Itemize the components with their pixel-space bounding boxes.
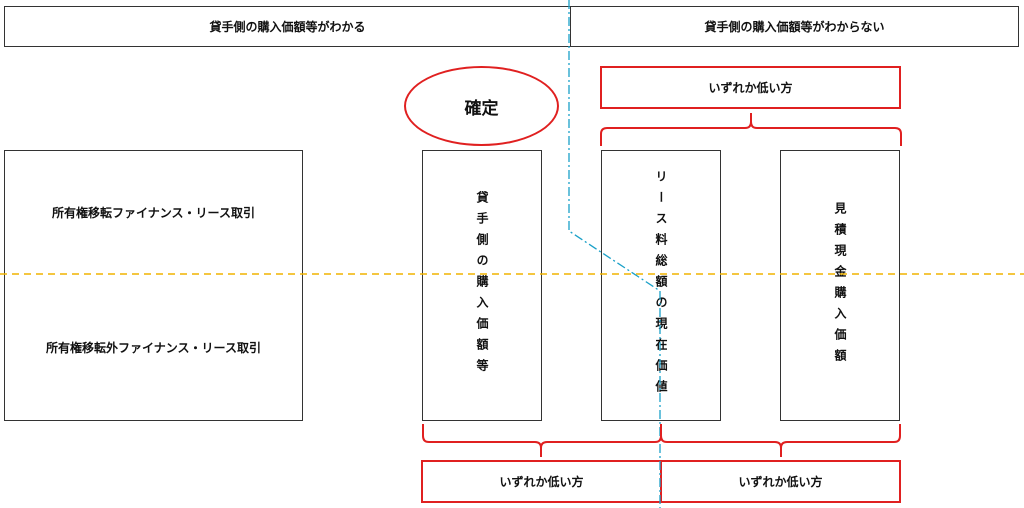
row-transfer: 所有権移転ファイナンス・リース取引: [4, 150, 303, 274]
lower-of-label-bottom-right: いずれか低い方: [738, 475, 823, 489]
header-left: 貸手側の購入価額等がわかる: [4, 6, 571, 47]
column-pv-total-lease: リース料総額の現在価値: [601, 150, 721, 421]
top-brace: [600, 113, 902, 146]
column-estimated-cash-price: 見積現金購入価額: [780, 150, 900, 421]
column-pv-total-lease-label: リース料総額の現在価値: [654, 170, 668, 401]
column-purchase-price-label: 貸手側の購入価額等: [475, 191, 489, 380]
row-non-transfer-label: 所有権移転外ファイナンス・リース取引: [46, 341, 261, 355]
header-right-label: 貸手側の購入価額等がわからない: [704, 20, 885, 34]
bottom-right-brace: [660, 424, 901, 457]
lower-of-box-bottom-left: いずれか低い方: [421, 460, 662, 503]
row-non-transfer: 所有権移転外ファイナンス・リース取引: [4, 274, 303, 421]
lower-of-box-top: いずれか低い方: [600, 66, 901, 109]
confirmed-ellipse: 確定: [404, 66, 559, 146]
confirmed-label: 確定: [464, 98, 499, 119]
header-right: 貸手側の購入価額等がわからない: [570, 6, 1019, 47]
row-transfer-label: 所有権移転ファイナンス・リース取引: [52, 205, 255, 220]
bottom-left-brace: [422, 424, 662, 457]
column-purchase-price: 貸手側の購入価額等: [422, 150, 542, 421]
lower-of-label-top: いずれか低い方: [708, 81, 793, 95]
transaction-type-box: [4, 150, 303, 421]
lower-of-label-bottom-left: いずれか低い方: [499, 475, 584, 489]
lower-of-box-bottom-right: いずれか低い方: [660, 460, 901, 503]
header-left-label: 貸手側の購入価額等がわかる: [209, 20, 366, 34]
column-estimated-cash-price-label: 見積現金購入価額: [833, 201, 847, 370]
